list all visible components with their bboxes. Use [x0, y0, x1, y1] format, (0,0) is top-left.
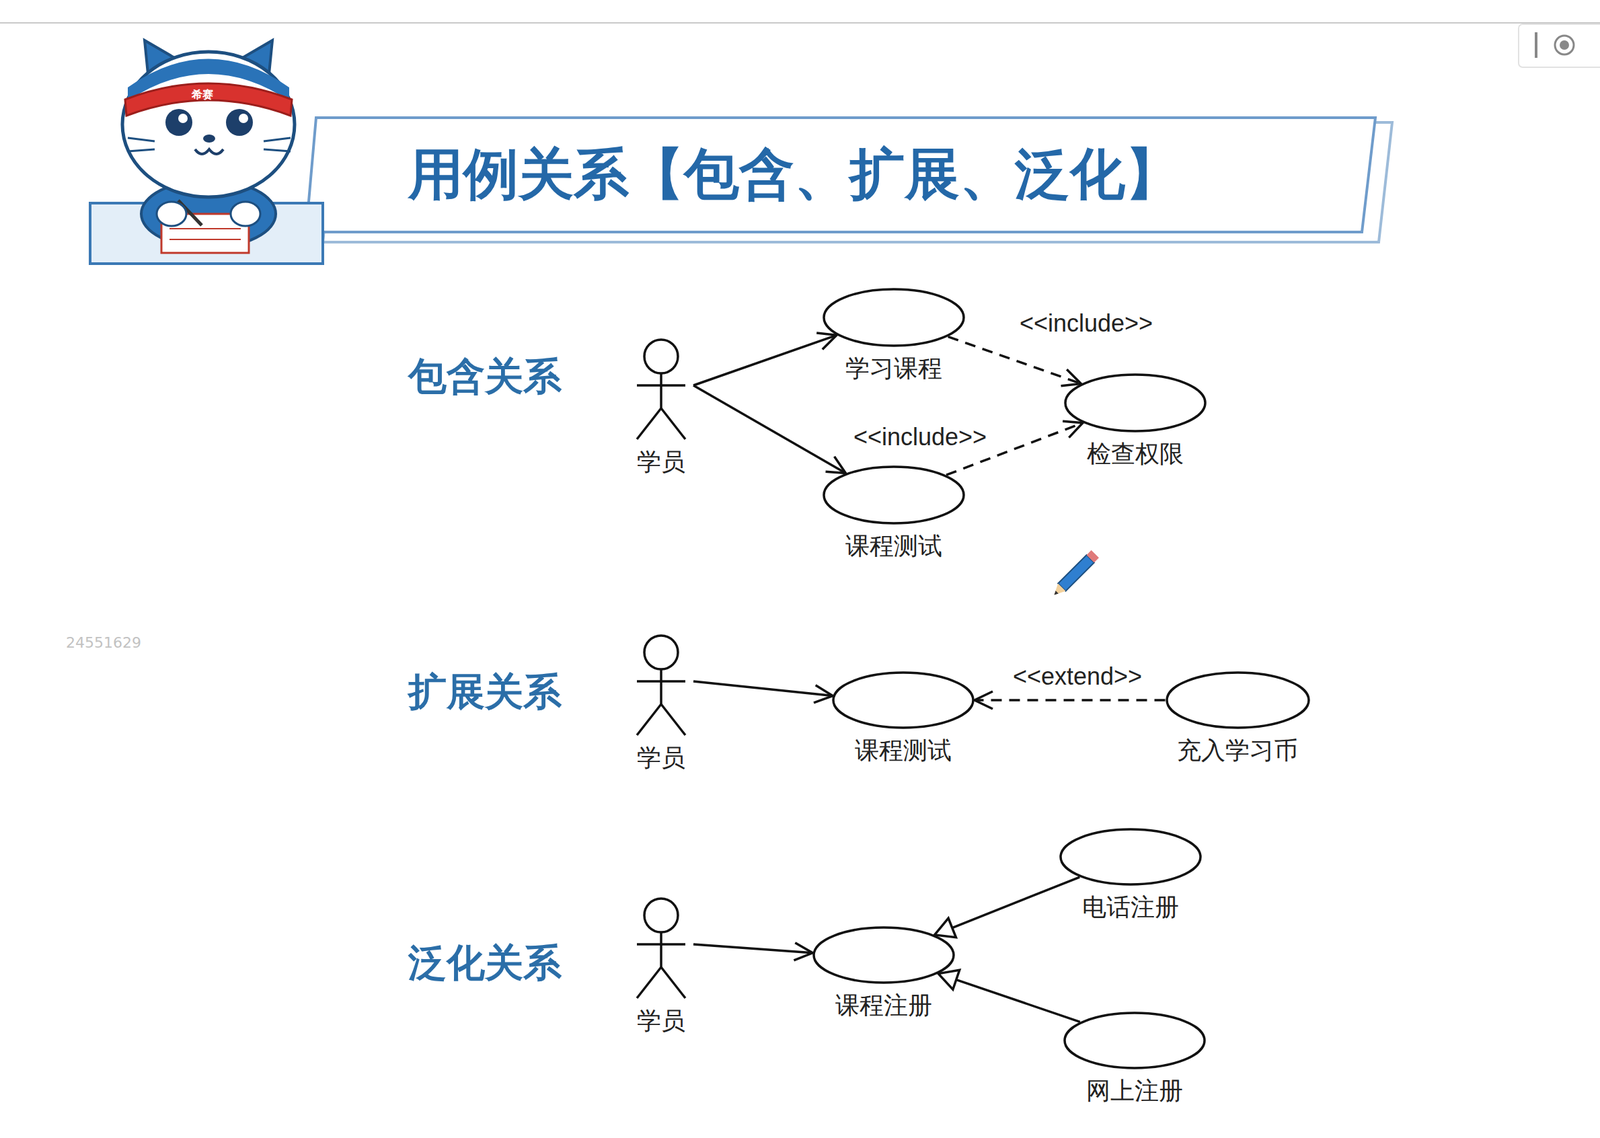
arrow-head — [974, 691, 993, 709]
node-label: 学习课程 — [845, 355, 943, 383]
section-label: 包含关系 — [408, 354, 562, 399]
node-label: 课程注册 — [835, 992, 933, 1019]
arrow-head — [793, 942, 813, 961]
dependency-connector — [974, 691, 1166, 709]
node-label: 课程测试 — [854, 737, 952, 765]
watermark: 24551629 — [65, 634, 142, 652]
section-label: 扩展关系 — [408, 669, 562, 715]
ellipse-shape — [831, 671, 975, 730]
connector-line — [693, 385, 846, 474]
association-connector — [693, 385, 846, 474]
arrow-head — [934, 918, 957, 938]
cat-illustration — [122, 40, 295, 253]
use-case-ellipse: 检查权限 — [1063, 373, 1207, 433]
actor-shape — [634, 897, 689, 1000]
generalization-connector — [938, 969, 1081, 1022]
node-label: 学员 — [636, 744, 686, 772]
ellipse-shape — [1063, 373, 1207, 433]
association-connector — [693, 942, 813, 961]
ellipse-shape — [812, 926, 956, 984]
dependency-connector — [948, 336, 1082, 387]
association-connector — [693, 681, 833, 703]
ellipse-shape — [822, 287, 966, 348]
logo-text: 希赛 — [191, 88, 214, 101]
ellipse-shape — [1063, 1011, 1206, 1070]
actor-shape — [634, 338, 689, 441]
ellipse-shape — [1059, 827, 1202, 886]
connector-line — [693, 334, 837, 386]
arrow-head — [1062, 421, 1083, 438]
connector-line — [952, 877, 1081, 928]
stereotype-label: <<include>> — [1016, 310, 1156, 337]
node-label: 学员 — [636, 1007, 686, 1035]
arrow-head — [816, 332, 837, 350]
connector-line — [693, 944, 813, 954]
section-label: 泛化关系 — [408, 940, 562, 986]
arrow-head — [938, 969, 960, 990]
connector-line — [948, 336, 1082, 385]
use-case-ellipse: 课程测试 — [831, 671, 975, 730]
generalization-connector — [934, 877, 1081, 938]
use-case-ellipse: 课程测试 — [822, 465, 966, 525]
use-case-ellipse: 充入学习币 — [1165, 671, 1311, 730]
ellipse-shape — [1165, 671, 1311, 730]
actor-figure: 学员 — [634, 634, 689, 737]
page-title: 用例关系【包含、扩展、泛化】 — [408, 142, 1181, 206]
use-case-ellipse: 课程注册 — [812, 926, 956, 984]
node-label: 网上注册 — [1086, 1077, 1184, 1105]
use-case-ellipse: 电话注册 — [1059, 827, 1202, 886]
connector-line — [974, 698, 1166, 702]
node-label: 充入学习币 — [1176, 737, 1299, 765]
node-label: 学员 — [636, 448, 686, 476]
stereotype-label: <<extend>> — [1010, 663, 1145, 691]
actor-figure: 学员 — [634, 338, 689, 441]
use-case-ellipse: 网上注册 — [1063, 1011, 1206, 1070]
use-case-ellipse: 学习课程 — [822, 287, 966, 348]
arrow-head — [825, 456, 847, 474]
pencil-icon — [1050, 550, 1099, 599]
connector-line — [956, 979, 1081, 1023]
association-connector — [693, 332, 837, 386]
stereotype-label: <<include>> — [850, 423, 990, 451]
actor-figure: 学员 — [634, 897, 689, 1000]
node-label: 检查权限 — [1086, 440, 1184, 468]
node-label: 电话注册 — [1082, 893, 1179, 921]
ellipse-shape — [822, 465, 966, 525]
actor-shape — [634, 634, 689, 737]
arrow-head — [813, 685, 833, 703]
node-label: 课程测试 — [845, 532, 943, 560]
connector-line — [693, 681, 833, 697]
arrow-head — [1061, 369, 1082, 387]
